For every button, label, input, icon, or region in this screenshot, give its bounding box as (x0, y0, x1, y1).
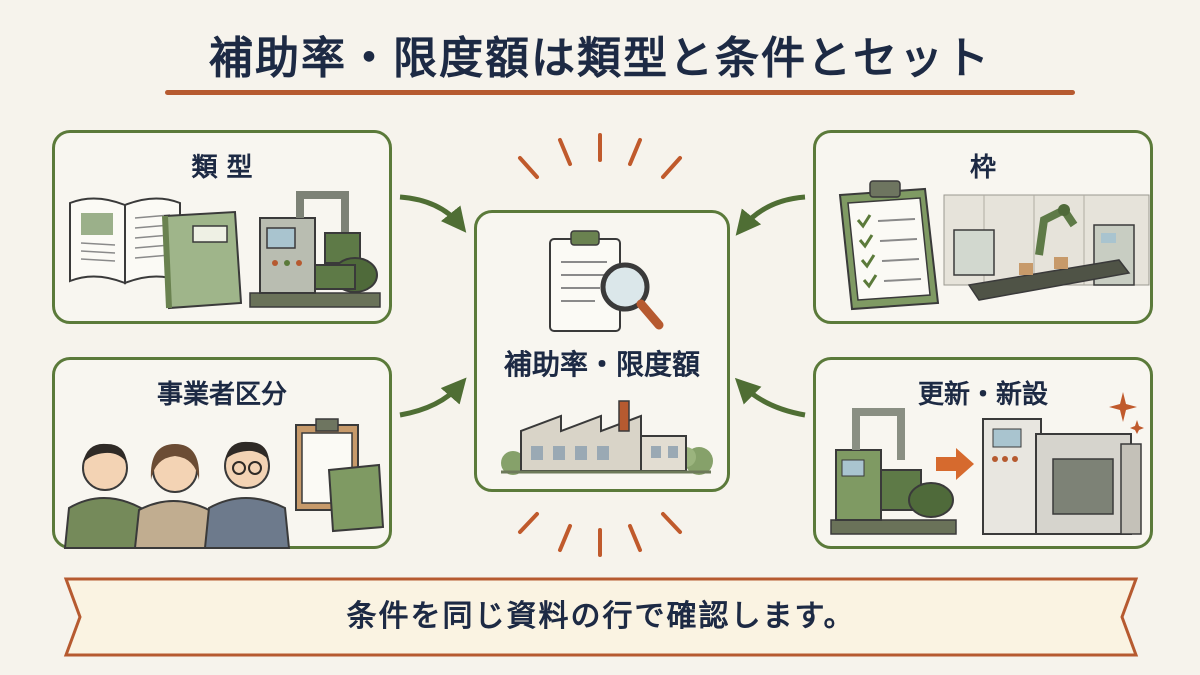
clipboard-documents-icon (295, 418, 385, 533)
card-update-new-label: 更新・新設 (917, 380, 1048, 410)
emphasis-rays-bottom (518, 512, 682, 557)
card-type-label: 類 型 (191, 153, 253, 183)
arrow-top-right (735, 194, 806, 236)
conveyor-robot-icon (943, 194, 1150, 301)
arrow-bottom-left (399, 377, 467, 418)
arrow-bottom-right (734, 377, 806, 418)
emphasis-rays-top (518, 133, 682, 179)
card-type: 類 型 (52, 130, 392, 324)
title-underline (165, 90, 1075, 95)
card-center: 補助率・限度額 (474, 210, 730, 492)
footer-text: 条件を同じ資料の行で確認します。 (346, 599, 856, 634)
checklist-clipboard-icon (838, 180, 940, 311)
workers-icon (63, 441, 291, 549)
page-title: 補助率・限度額は類型と条件とセット (209, 33, 991, 84)
card-business-category: 事業者区分 (52, 357, 392, 549)
clipboard-magnifier-icon (549, 230, 664, 332)
green-binder-icon (162, 210, 243, 310)
arrow-top-left (399, 194, 467, 233)
right-arrow-icon (936, 448, 974, 480)
card-update-new: 更新・新設 (813, 357, 1153, 549)
factory-icon (501, 400, 713, 475)
old-pump-icon (830, 408, 957, 535)
pump-machine-icon (249, 191, 381, 308)
sparkle-icon (1109, 392, 1144, 434)
card-frame-label: 枠 (969, 153, 996, 183)
center-label: 補助率・限度額 (503, 348, 700, 381)
card-frame: 枠 (813, 130, 1153, 324)
footer-banner (63, 577, 1139, 657)
new-machine-icon (982, 418, 1142, 535)
card-business-category-label: 事業者区分 (156, 380, 287, 410)
